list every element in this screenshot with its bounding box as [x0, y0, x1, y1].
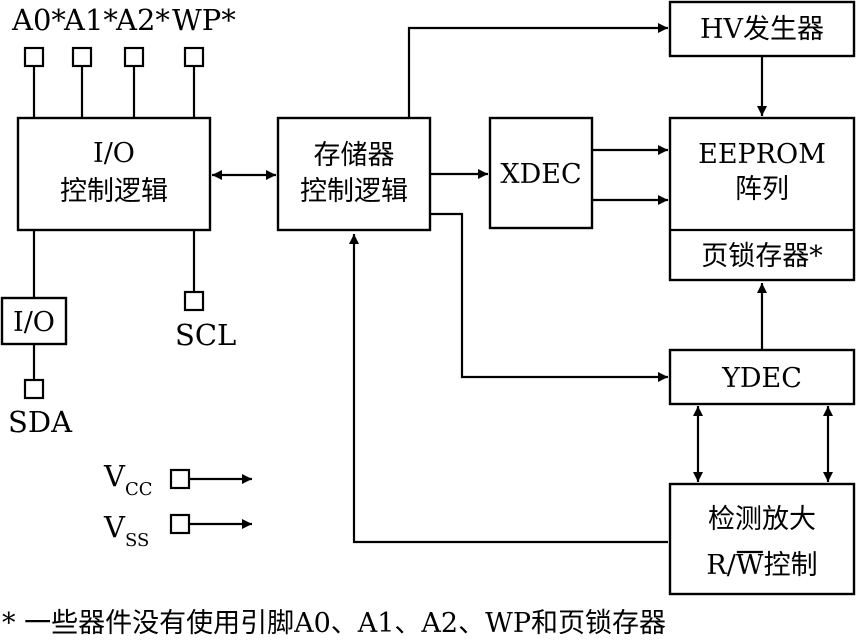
rw-w-label: W [736, 550, 764, 581]
eeprom-label-line2: 阵列 [735, 174, 789, 205]
xdec-block [488, 116, 594, 230]
scl-label: SCL [175, 318, 236, 352]
sense-rw-control-block [668, 482, 856, 596]
io-logic-line2: 控制逻辑 [60, 176, 168, 207]
vss-sub: SS [125, 530, 149, 551]
vss-label: VSS [103, 510, 149, 551]
pin-sda [23, 378, 45, 400]
pin-a1 [71, 46, 93, 68]
pin-vcc [169, 468, 191, 490]
sda-label: SDA [8, 405, 73, 439]
memory-logic-line2: 控制逻辑 [300, 176, 408, 207]
rw-ctrl-label: 控制 [764, 550, 818, 581]
vss-v: V [103, 510, 126, 544]
sense-label-line2: R/W控制 [706, 550, 817, 581]
io-buffer-block [0, 296, 68, 346]
xdec-label: XDEC [500, 159, 581, 190]
memory-logic-line1: 存储器 [314, 140, 395, 171]
vcc-v: V [103, 459, 126, 493]
pin-a2 [123, 46, 145, 68]
io-buffer-label: I/O [13, 307, 55, 338]
pin-label-wp: WP* [172, 3, 236, 37]
sense-label-line1: 检测放大 [708, 504, 816, 535]
arrow-memory-hv [407, 23, 668, 118]
pin-wp [183, 46, 205, 68]
footnote: * 一些器件没有使用引脚A0、A1、A2、WP和页锁存器 [2, 608, 666, 639]
pin-label-a0: A0* [11, 3, 66, 37]
io-logic-line1: I/O [93, 138, 135, 169]
page-latch-label: 页锁存器* [701, 241, 823, 272]
vcc-label: VCC [103, 459, 153, 500]
ydec-block [668, 348, 856, 406]
arrow-sense-memory [349, 234, 668, 544]
arrow-memory-ydec [430, 212, 668, 382]
eeprom-array-block [668, 116, 856, 282]
pin-scl [183, 290, 205, 312]
pin-label-a1: A1* [63, 3, 118, 37]
pin-vss [169, 513, 191, 535]
eeprom-label-line1: EEPROM [698, 139, 826, 170]
rw-r-label: R/ [706, 550, 736, 581]
memory-control-logic-block [276, 116, 432, 232]
hv-generator-label: HV发生器 [700, 14, 824, 45]
vcc-sub: CC [125, 479, 153, 500]
ydec-label: YDEC [721, 363, 802, 394]
io-control-logic-block [16, 116, 212, 232]
pin-a0 [23, 46, 45, 68]
pin-label-a2: A2* [115, 3, 170, 37]
